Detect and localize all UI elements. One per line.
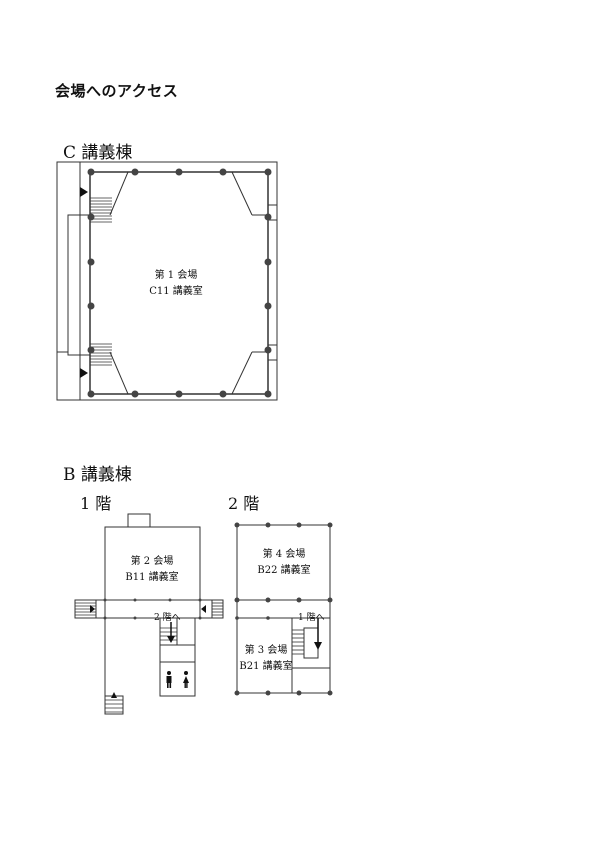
c-corridor (67, 214, 91, 356)
c11-room-name: C11 講義室 (149, 286, 203, 297)
down-arrow-icon (167, 636, 175, 643)
b1-walls (74, 513, 224, 715)
c-outer-wall (56, 161, 278, 401)
b22-room-name: B22 講義室 (257, 565, 311, 576)
b2-columns (234, 522, 333, 696)
b-building-title: B 講義棟 (63, 465, 132, 485)
b2-stairs-label: 1 階へ (298, 613, 325, 623)
entrance-arrow-icon (201, 605, 206, 613)
b22-room-label: 第 4 会場 B22 講義室 (244, 547, 324, 579)
b1-stairs (75, 602, 223, 713)
c11-venue: 第 1 会場 (154, 270, 198, 281)
restroom-icon (166, 671, 189, 688)
b11-room-name: B11 講義室 (125, 572, 179, 583)
page-title: 会場へのアクセス (55, 82, 179, 100)
b11-venue: 第 2 会場 (130, 556, 174, 567)
c-building-title: C 講義棟 (63, 143, 133, 163)
entrance-arrow-icon (80, 187, 88, 197)
b1-columns (103, 598, 202, 620)
b11-room-label: 第 2 会場 B11 講義室 (112, 554, 192, 586)
floor2-title: 2 階 (228, 494, 260, 513)
b2-stairs (292, 629, 304, 655)
floor1-title: 1 階 (80, 494, 112, 513)
b1-stairs-label: 2 階へ (154, 613, 181, 623)
c-stairs-bottom (90, 343, 112, 366)
entrance-arrow-icon (80, 368, 88, 378)
c11-room-label: 第 1 会場 C11 講義室 (136, 268, 216, 300)
b21-venue: 第 3 会場 (244, 645, 288, 656)
down-arrow-icon (314, 642, 322, 650)
b21-room-name: B21 講義室 (239, 661, 293, 672)
c-columns (87, 168, 272, 398)
b21-room-label: 第 3 会場 B21 講義室 (226, 643, 306, 675)
entrance-arrow-icon (90, 605, 95, 613)
entrance-arrow-icon (111, 692, 117, 698)
b22-venue: 第 4 会場 (262, 549, 306, 560)
